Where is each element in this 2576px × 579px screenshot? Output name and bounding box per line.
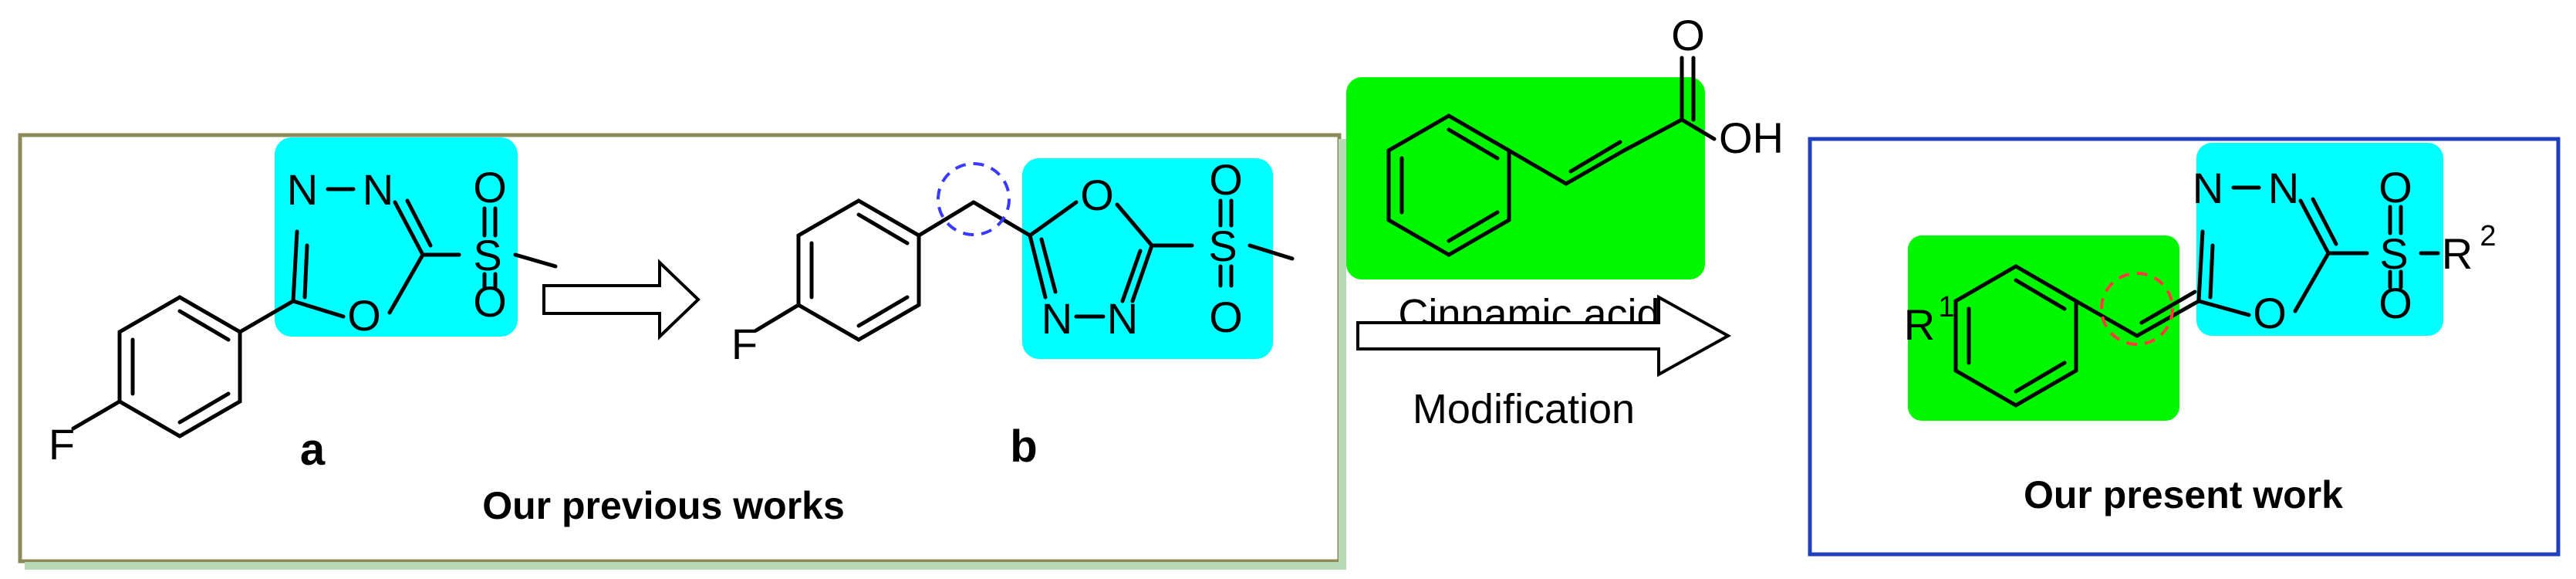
vinyl-dashed-circle-red bbox=[2100, 272, 2174, 346]
compound-b-label: b bbox=[1010, 422, 1037, 472]
previous-works-caption: Our previous works bbox=[482, 484, 845, 527]
compound-a-bonds bbox=[71, 187, 558, 438]
modification-label: Modification bbox=[1413, 386, 1635, 432]
present-work-caption: Our present work bbox=[2024, 473, 2343, 516]
cinnamic-acid-bonds bbox=[1386, 56, 1717, 257]
present-work-sulfur: S bbox=[2379, 229, 2408, 278]
compound-a-sulfur: S bbox=[473, 231, 501, 279]
compound-a-atoms: F N N O S O O bbox=[49, 163, 507, 469]
present-work-atoms: R 1 N N O S O O R 2 bbox=[1904, 163, 2497, 349]
compound-b-fluorine: F bbox=[731, 320, 758, 368]
cinnamic-acid-carbonyl-oxygen: O bbox=[1671, 11, 1705, 59]
compound-b-bonds bbox=[754, 198, 1295, 342]
cinnamic-acid-highlight bbox=[1346, 77, 1705, 279]
compound-a-n1: N bbox=[287, 165, 318, 214]
present-work-styryl-highlight bbox=[1908, 235, 2179, 421]
compound-a-oxygen-bottom: O bbox=[473, 277, 507, 326]
present-work-r1-superscript: 1 bbox=[1938, 291, 1954, 323]
cinnamic-acid-hydroxyl: OH bbox=[1719, 113, 1784, 162]
present-work-ring-oxygen: O bbox=[2253, 289, 2287, 337]
compound-b-atoms: F O N N S O O bbox=[731, 155, 1243, 368]
present-work-r2-superscript: 2 bbox=[2480, 220, 2496, 252]
compound-a-oxygen-top: O bbox=[473, 163, 507, 212]
compound-b-sulfur: S bbox=[1208, 222, 1237, 270]
compound-b-n1: N bbox=[1042, 294, 1072, 343]
present-work-n1: N bbox=[2193, 164, 2223, 212]
compound-a-ring-oxygen: O bbox=[347, 291, 381, 340]
compound-a-n2: N bbox=[363, 165, 393, 214]
compound-a-label: a bbox=[300, 425, 326, 475]
compound-b-ring-oxygen: O bbox=[1080, 171, 1114, 219]
compound-a-fluorine: F bbox=[49, 420, 75, 469]
compound-b-oxygen-top: O bbox=[1209, 155, 1243, 204]
present-work-oxygen-top: O bbox=[2378, 163, 2412, 212]
present-work-n2: N bbox=[2268, 164, 2299, 212]
present-work-r1: R bbox=[1904, 300, 1935, 349]
compound-b-oxygen-bottom: O bbox=[1209, 293, 1243, 341]
present-work-r2: R bbox=[2442, 229, 2473, 278]
present-work-oxygen-bottom: O bbox=[2378, 279, 2412, 327]
present-work-bonds bbox=[1953, 185, 2440, 408]
modification-arrow bbox=[1356, 294, 1732, 378]
arrow-a-to-b bbox=[542, 259, 701, 340]
compound-b-n2: N bbox=[1107, 294, 1138, 343]
linker-dashed-circle-blue bbox=[937, 162, 1011, 236]
